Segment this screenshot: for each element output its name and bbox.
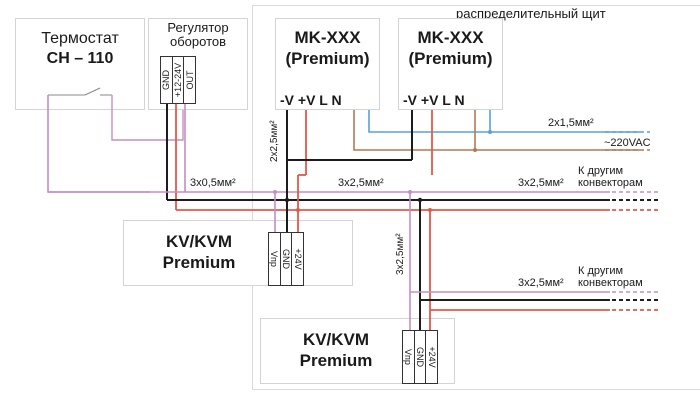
junction-1 <box>273 190 277 194</box>
cable-label-thermostat: 3x0,5мм² <box>190 177 236 189</box>
cable-label-bus-right-bottom: 3x2,5мм² <box>518 277 564 289</box>
wire-thermo-violet <box>47 95 150 193</box>
wire-mains-blue <box>368 110 640 133</box>
junction-2 <box>284 197 290 203</box>
cable-label-psu-vertical: 2x2,5мм² <box>269 120 280 162</box>
thermostat-model: CH – 110 <box>46 50 114 67</box>
thermostat-title: Термостат CH – 110 <box>16 29 144 69</box>
thermostat-switch-lever <box>84 87 101 96</box>
convector-1-model: KV/KVM <box>165 232 233 251</box>
convector-2-title: KV/KVM Premium <box>281 329 391 371</box>
power-unit-1: MK-XXX (Premium) -V +V L N <box>275 18 380 110</box>
speed-regulator-title-line2: оборотов <box>169 34 227 49</box>
junction-blue <box>488 130 492 134</box>
convector-2-terminal-vpr: Vпр <box>403 331 415 383</box>
power-unit-2-terminals: -V +V L N <box>403 92 465 108</box>
convector-2-terminal-block: Vпр GND +24V <box>402 330 438 384</box>
junction-4 <box>408 190 412 194</box>
cable-label-main-bus: 3x2,5мм² <box>338 177 384 189</box>
power-unit-2: MK-XXX (Premium) -V +V L N <box>398 18 503 110</box>
convector-2-terminal-gnd: GND <box>415 331 427 383</box>
junction-6 <box>428 208 432 212</box>
junction-5 <box>417 197 423 203</box>
distribution-panel-label: распределительный щит <box>456 6 606 21</box>
power-unit-2-title: MK-XXX (Premium) <box>399 27 502 69</box>
regulator-terminal-gnd: GND <box>161 57 173 103</box>
convector-1-terminal-vpr: Vпр <box>269 233 281 285</box>
speed-regulator-title-line1: Регулятор <box>167 20 229 35</box>
convector-2-series: Premium <box>299 351 373 370</box>
junction-3 <box>296 208 300 212</box>
to-other-convectors-top-line1: К другим <box>578 165 624 177</box>
cable-label-bus-right-top: 3x2,5мм² <box>518 177 564 189</box>
convector-2-model: KV/KVM <box>302 330 370 349</box>
power-unit-1-title: MK-XXX (Premium) <box>276 27 379 69</box>
to-other-convectors-bottom-line2: конвекторам <box>578 277 643 289</box>
to-other-convectors-top-line2: конвекторам <box>578 177 643 189</box>
cable-label-mains: 2x1,5мм² <box>548 117 594 129</box>
power-unit-1-series: (Premium) <box>285 49 370 68</box>
convector-1-terminal-block: Vпр GND +24V <box>268 232 304 286</box>
cable-label-mains-voltage: ~220VAC <box>604 137 651 149</box>
cable-label-down-vertical: 3x2,5мм² <box>395 233 406 275</box>
thermostat-box: Термостат CH – 110 <box>15 18 145 110</box>
speed-regulator-title: Регулятор оборотов <box>149 21 247 49</box>
thermostat-title-line1: Термостат <box>41 30 119 47</box>
regulator-terminal-block: GND +12-24V OUT <box>160 56 196 104</box>
convector-1-terminal-gnd: GND <box>281 233 293 285</box>
regulator-terminal-power: +12-24V <box>173 57 185 103</box>
power-unit-2-series: (Premium) <box>408 49 493 68</box>
convector-1-box: KV/KVM Premium <box>123 220 353 286</box>
convector-1-series: Premium <box>162 253 236 272</box>
convector-1-title: KV/KVM Premium <box>144 231 254 273</box>
wire-mains-brown <box>353 110 640 151</box>
to-other-convectors-bottom-line1: К другим <box>578 265 624 277</box>
power-unit-1-model: MK-XXX <box>294 28 361 47</box>
power-unit-2-model: MK-XXX <box>417 28 484 47</box>
wire-thermo-pink <box>111 95 184 141</box>
junction-brown <box>473 148 477 152</box>
power-unit-1-terminals: -V +V L N <box>280 92 342 108</box>
